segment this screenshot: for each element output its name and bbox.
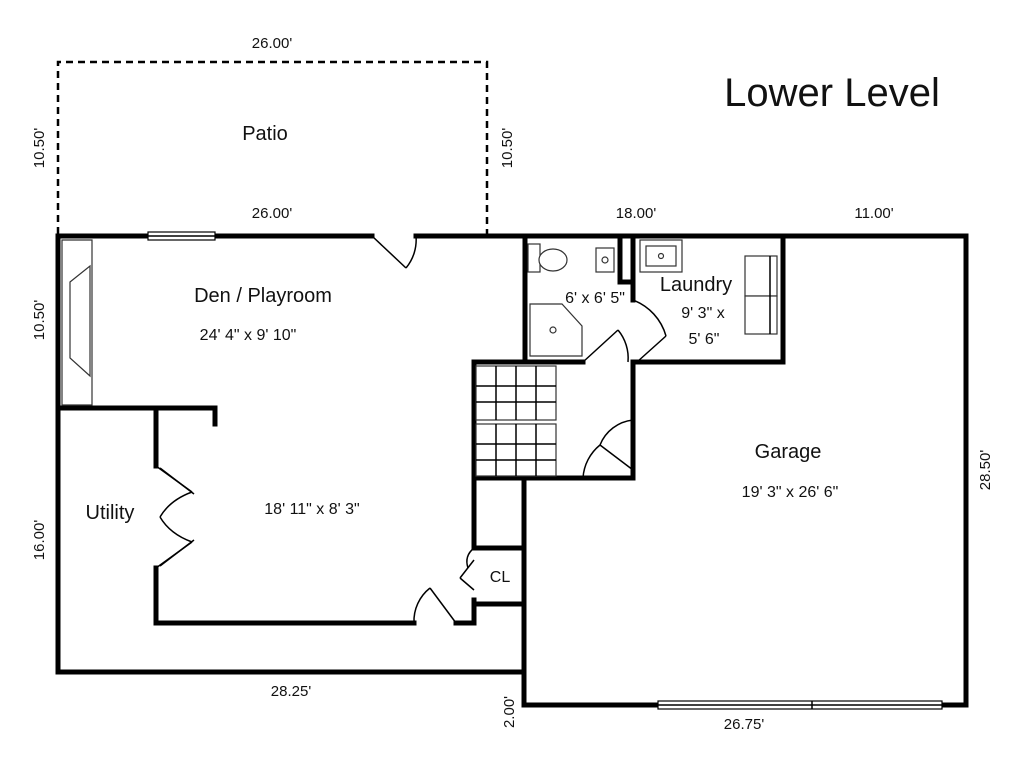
dim-bottom-step: 2.00': [501, 696, 518, 728]
dim-garage-top: 11.00': [854, 205, 893, 222]
laundry-label: Laundry: [660, 274, 732, 296]
bath-size: 6' x 6' 5": [565, 290, 625, 307]
dim-garage-bottom: 26.75': [724, 716, 765, 733]
laundry-size-line2: 5' 6": [689, 331, 720, 348]
plan-title: Lower Level: [724, 71, 940, 115]
utility-label: Utility: [86, 502, 135, 524]
dim-den-top: 26.00': [252, 205, 293, 222]
stairs: [475, 365, 557, 477]
dim-patio-right: 10.50': [499, 128, 516, 169]
windows: [147, 231, 943, 710]
doors: [155, 235, 667, 624]
fireplace: [61, 239, 93, 406]
patio-label: Patio: [242, 123, 288, 145]
laundry-fixtures: [639, 239, 778, 335]
laundry-size-line1: 9' 3" x: [681, 305, 724, 322]
dim-patio-left: 10.50': [31, 128, 48, 169]
patio-outline: [56, 60, 489, 234]
walls: [55, 233, 969, 708]
den-label: Den / Playroom: [194, 285, 332, 307]
dim-bottom-left: 28.25': [271, 683, 312, 700]
garage-label: Garage: [755, 441, 822, 463]
dim-bath-laundry-top: 18.00': [616, 205, 657, 222]
closet-label: CL: [490, 569, 511, 586]
dim-den-left: 10.50': [31, 300, 48, 341]
rec-size: 18' 11" x 8' 3": [264, 501, 359, 518]
dim-garage-right: 28.50': [977, 450, 994, 491]
dim-patio-top: 26.00': [252, 35, 293, 52]
den-size: 24' 4" x 9' 10": [200, 327, 297, 344]
dim-utility-left: 16.00': [31, 520, 48, 561]
garage-size: 19' 3" x 26' 6": [742, 484, 839, 501]
bath-fixtures: [527, 243, 615, 357]
